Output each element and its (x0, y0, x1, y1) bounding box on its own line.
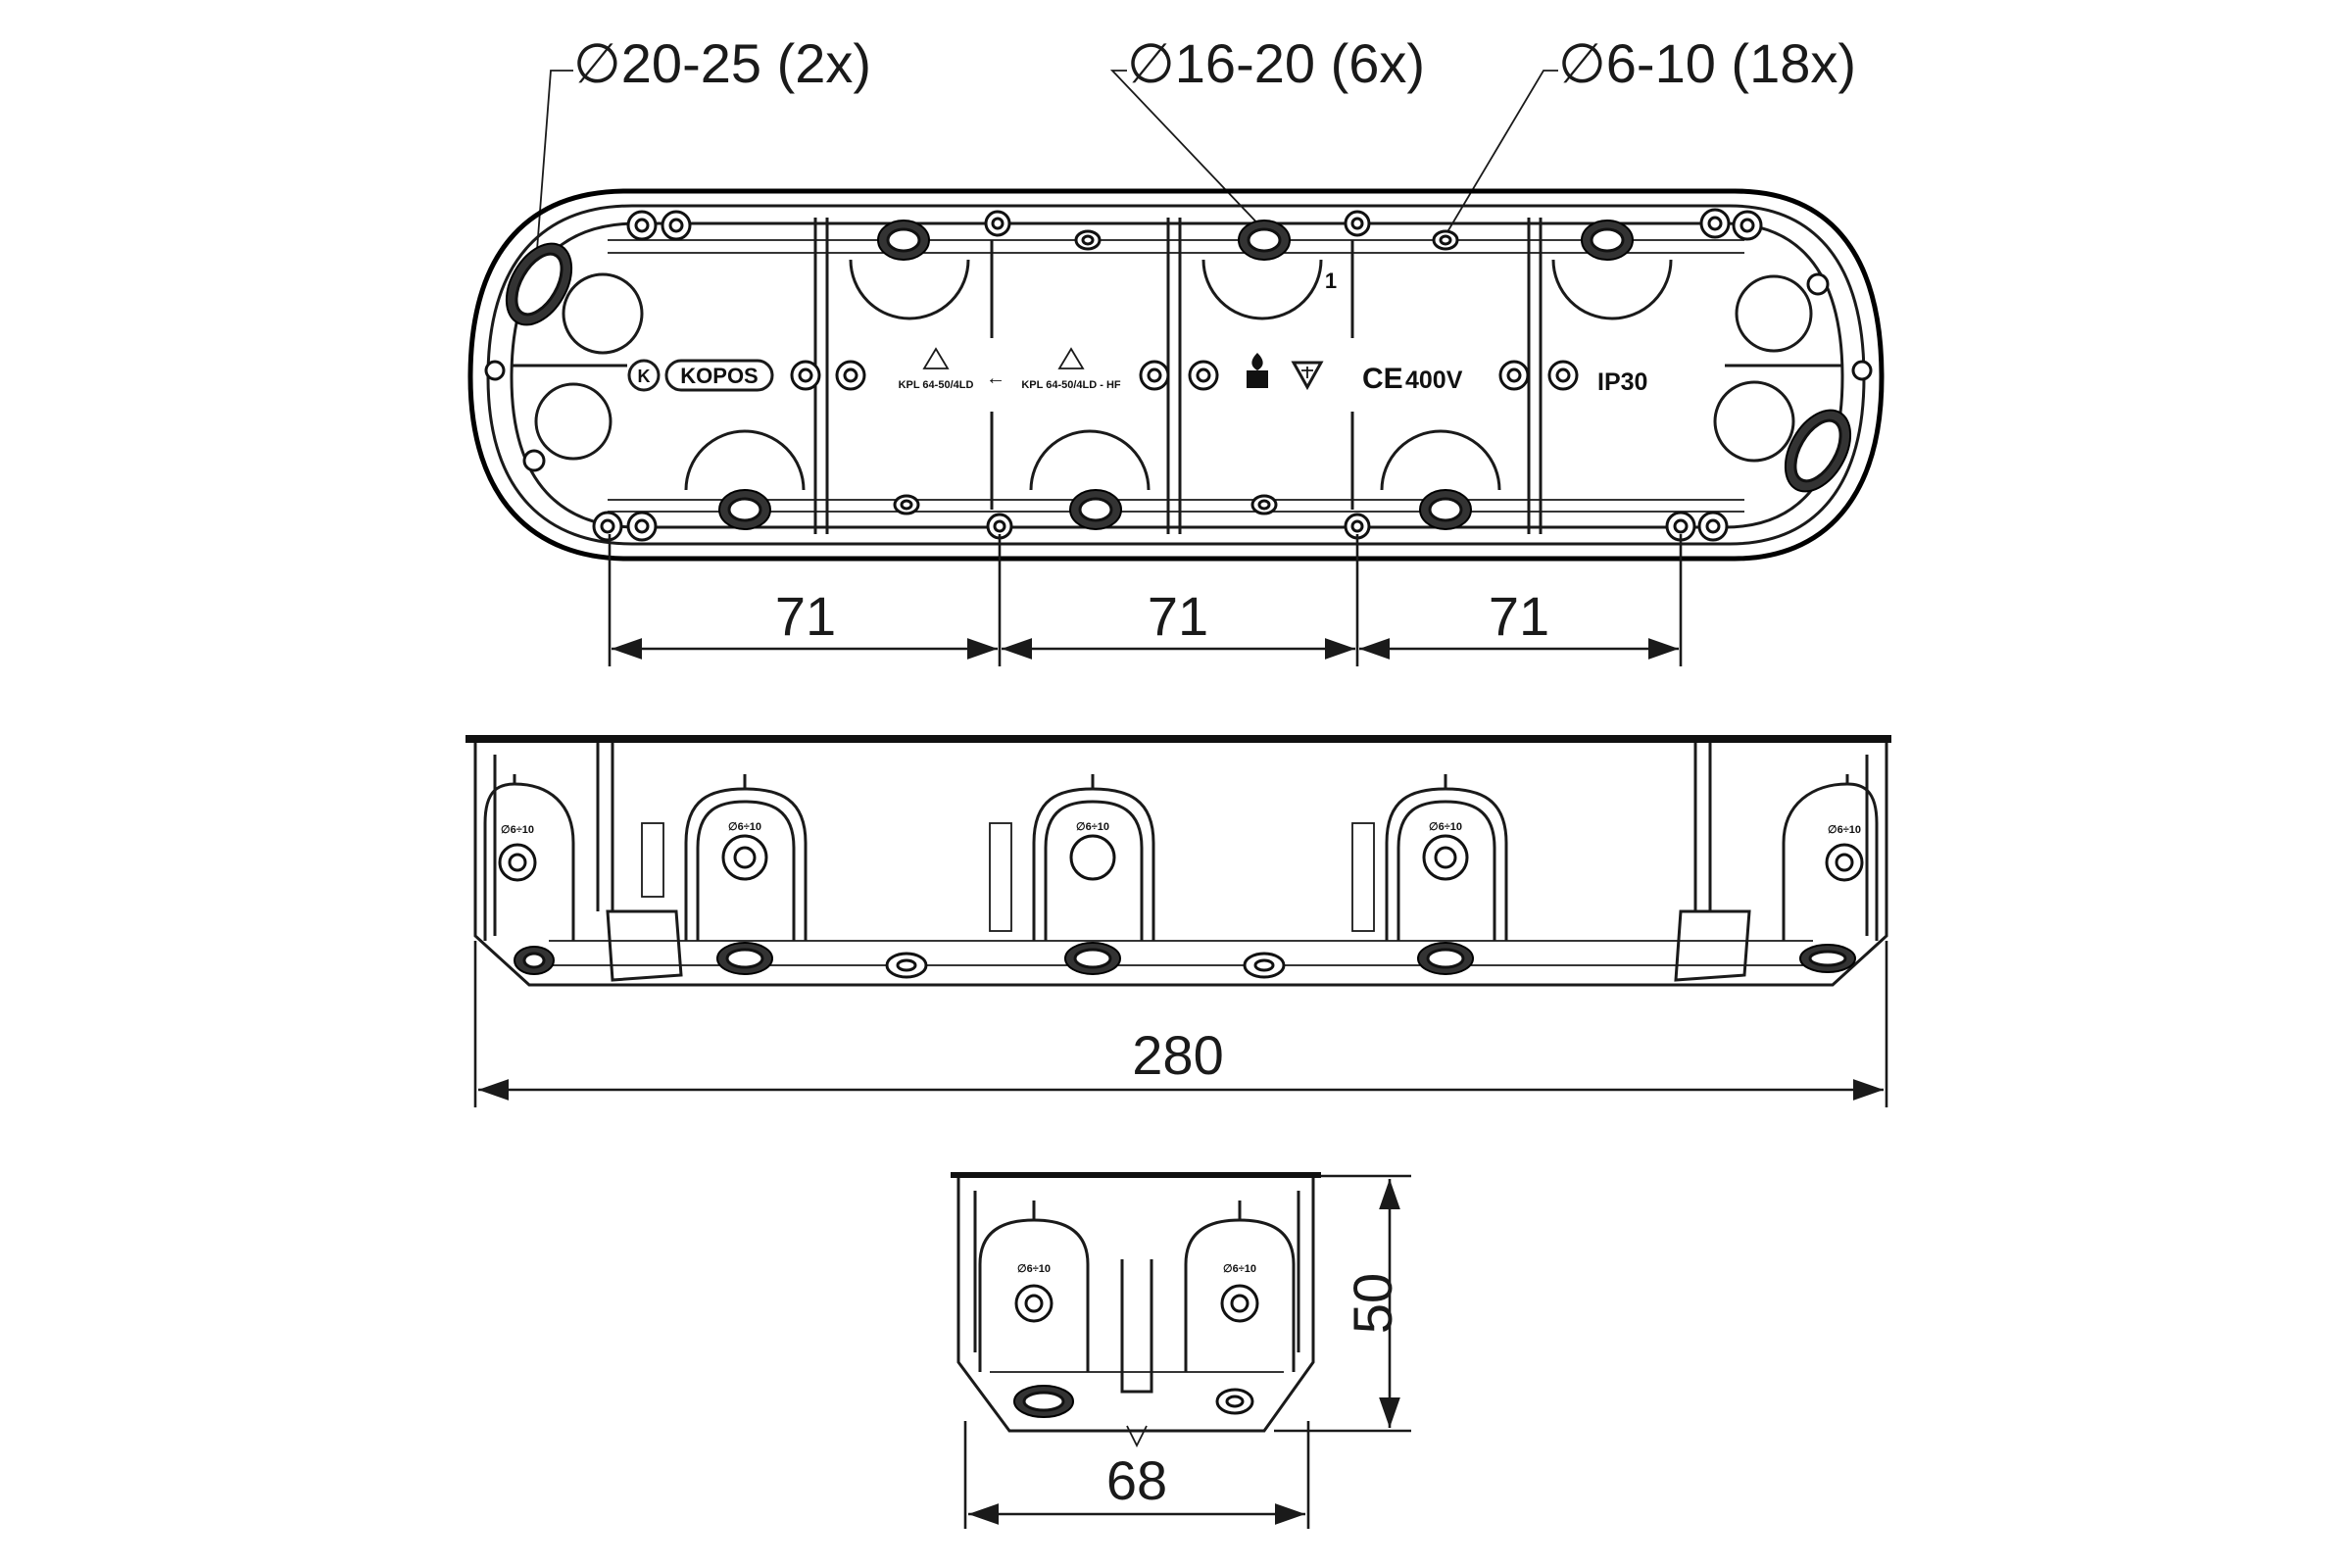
product-code-1: KPL 64-50/4LD (899, 379, 974, 391)
callout-large-holes: ∅20-25 (2x) (573, 32, 871, 94)
width-dimension: 68 (963, 1421, 1310, 1529)
brand-logo: K (638, 367, 651, 386)
brand-name: KOPOS (680, 364, 758, 388)
pitch-dimension: 71 71 71 (608, 534, 1683, 666)
side-hole-label-2: ∅6÷10 (1076, 821, 1109, 833)
depth-dimension: 50 (1274, 1174, 1411, 1433)
length-dimension: 280 (473, 941, 1888, 1107)
direction-arrow: ← (986, 368, 1005, 389)
end-view: ∅6÷10 ∅6÷10 (951, 1172, 1321, 1448)
callout-leaders (536, 70, 1558, 251)
side-hole-label-1: ∅6÷10 (728, 821, 761, 833)
ce-mark: CE (1362, 363, 1403, 395)
side-view: ∅6÷10 ∅6÷10 ∅6÷10 ∅6÷10 ∅6÷10 (466, 735, 1891, 987)
dim-pitch-1: 71 (775, 585, 836, 647)
product-code-2: KPL 64-50/4LD - HF (1021, 379, 1121, 391)
dim-length: 280 (1132, 1024, 1223, 1086)
voltage-rating: 400V (1405, 367, 1463, 394)
furniture-mark-icon (1291, 361, 1324, 391)
flame-icon (1247, 353, 1268, 388)
side-hole-label-5: ∅6÷10 (1828, 824, 1861, 836)
dim-width: 68 (1106, 1449, 1167, 1511)
callout-small-holes: ∅6-10 (18x) (1558, 32, 1856, 94)
side-hole-label-3: ∅6÷10 (1429, 821, 1462, 833)
dim-pitch-2: 71 (1148, 585, 1208, 647)
ip-rating: IP30 (1597, 368, 1647, 396)
callout-medium-holes: ∅16-20 (6x) (1127, 32, 1425, 94)
orientation-mark: 1 (1325, 269, 1337, 293)
dim-depth: 50 (1342, 1273, 1403, 1334)
end-hole-label-1: ∅6÷10 (1017, 1263, 1051, 1275)
top-view: K KOPOS KPL 64-50/4LD ← KPL 64-50/4LD - … (467, 188, 1885, 562)
dim-pitch-3: 71 (1489, 585, 1549, 647)
side-hole-label-4: ∅6÷10 (501, 824, 534, 836)
end-hole-label-2: ∅6÷10 (1223, 1263, 1256, 1275)
